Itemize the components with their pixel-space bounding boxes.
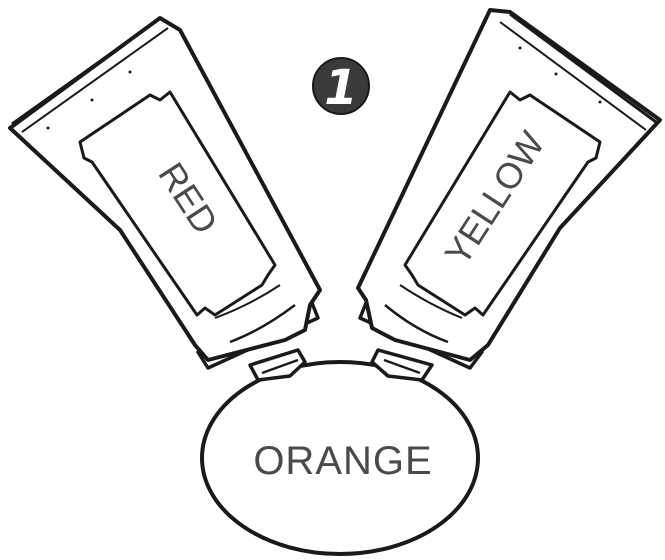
red-tube-label-frame [78, 90, 277, 317]
red-paint-tube: RED [8, 16, 322, 382]
step-number: 1 [324, 60, 357, 116]
step-badge-circle [312, 57, 370, 115]
yellow-tube-label-frame [403, 90, 602, 317]
step-badge: 1 [312, 57, 370, 116]
result-label: ORANGE [253, 439, 432, 483]
yellow-paint-tube: YELLOW [356, 8, 662, 382]
result-blob: ORANGE [200, 360, 480, 556]
result-blob-shape [200, 360, 480, 556]
